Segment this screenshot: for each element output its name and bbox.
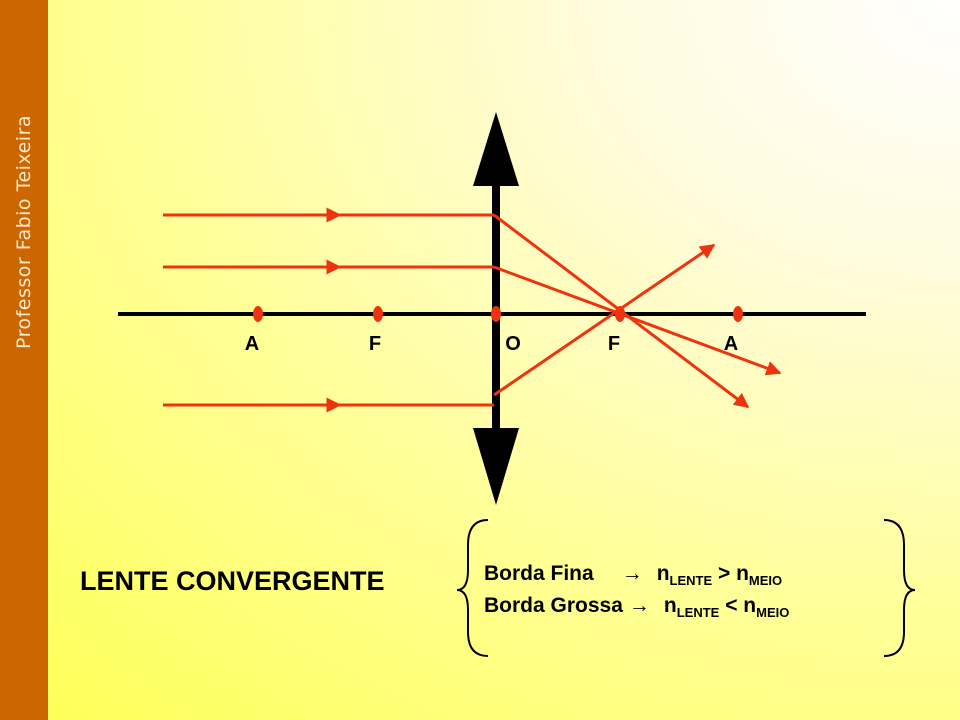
converging-lens — [473, 112, 519, 505]
label-a-right: A — [724, 333, 738, 355]
label-a-left: A — [245, 333, 259, 355]
right-brace — [883, 519, 916, 657]
lens-bottom-arrowhead — [473, 428, 519, 505]
arrow-icon: → — [621, 562, 643, 585]
refracted-ray-bottom — [493, 243, 716, 397]
point-a-left — [253, 306, 263, 322]
label-f-right: F — [608, 333, 620, 355]
point-f-right — [615, 306, 625, 322]
rule-label: Borda Grossa — [484, 594, 623, 617]
left-brace — [456, 519, 489, 657]
sidebar-band: Professor Fabio Teixeira — [0, 0, 48, 720]
lens-top-arrowhead — [473, 112, 519, 186]
point-a-right — [733, 306, 743, 322]
label-f-left: F — [369, 333, 381, 355]
rule-thick-edge: Borda Grossa→nLENTE < nMEIO — [484, 594, 790, 620]
point-f-left — [373, 306, 383, 322]
incident-rays — [163, 207, 494, 413]
axis-points — [253, 306, 743, 322]
point-o — [491, 306, 501, 322]
rule-thin-edge: Borda Fina→nLENTE > nMEIO — [484, 562, 783, 588]
arrow-icon: → — [628, 594, 650, 617]
label-o: O — [505, 333, 521, 355]
lens-title: LENTE CONVERGENTE — [80, 566, 385, 596]
refracted-ray-middle — [493, 265, 782, 376]
rule-label: Borda Fina — [484, 562, 594, 585]
